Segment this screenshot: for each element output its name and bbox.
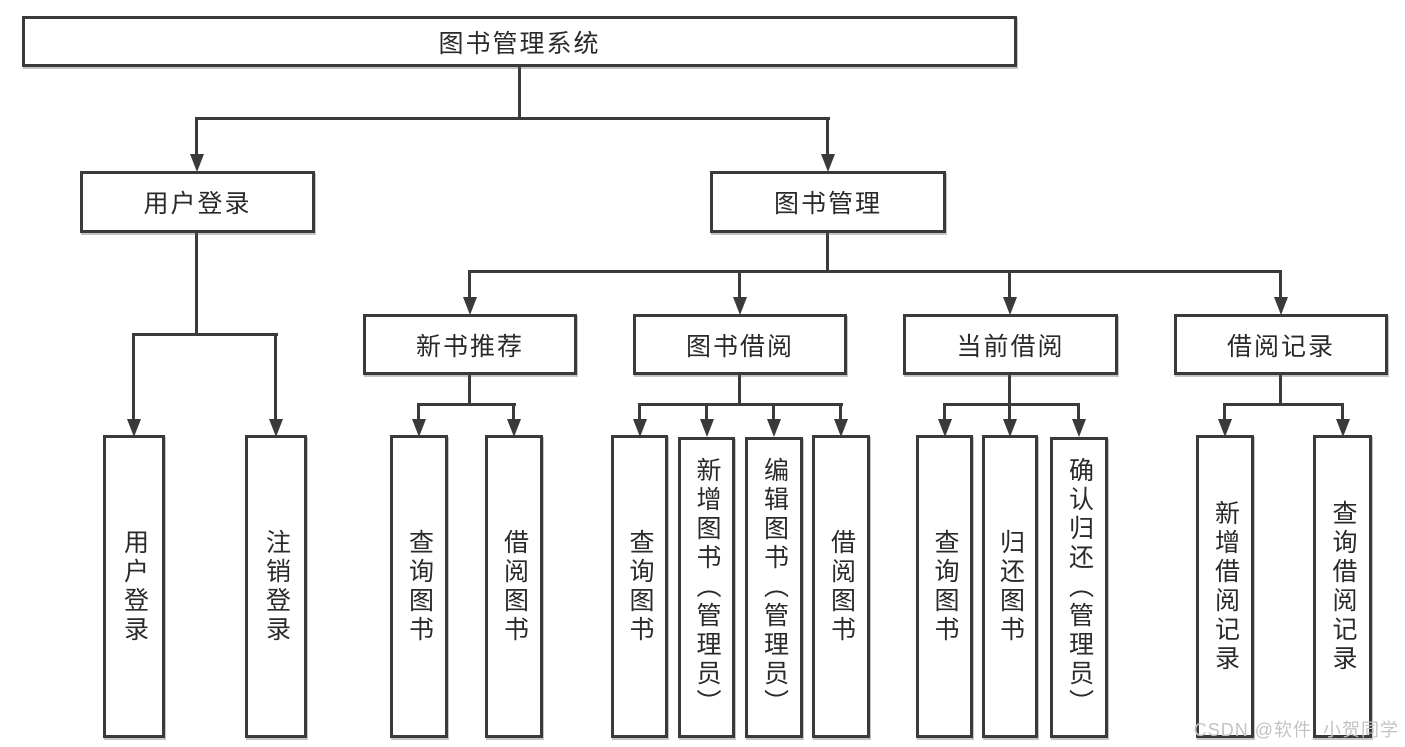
leaf-recommend-query-books: 查询图书 bbox=[390, 435, 448, 738]
connector-line bbox=[195, 117, 198, 156]
connector-line bbox=[826, 233, 829, 273]
leaf-current-confirm-return-admin-label: 确认归还（管理员） bbox=[1065, 457, 1094, 718]
connector-line bbox=[1341, 403, 1344, 421]
leaf-record-add-borrow-record-label: 新增借阅记录 bbox=[1211, 499, 1240, 674]
leaf-borrowing-edit-books-admin-label: 编辑图书（管理员） bbox=[760, 457, 789, 718]
leaf-borrowing-query-books-label: 查询图书 bbox=[626, 528, 654, 645]
node-borrowing-records-label: 借阅记录 bbox=[1226, 332, 1335, 361]
leaf-current-confirm-return-admin: 确认归还（管理员） bbox=[1050, 437, 1108, 738]
leaf-borrowing-edit-books-admin: 编辑图书（管理员） bbox=[745, 437, 803, 738]
arrowhead-down-icon bbox=[767, 419, 781, 437]
arrowhead-down-icon bbox=[190, 154, 204, 172]
leaf-logout-label: 注销登录 bbox=[262, 528, 291, 645]
connector-line bbox=[638, 403, 641, 421]
leaf-current-query-books: 查询图书 bbox=[916, 435, 973, 738]
arrowhead-down-icon bbox=[733, 297, 747, 315]
leaf-recommend-borrow-books: 借阅图书 bbox=[485, 435, 543, 738]
node-library-management-system-label: 图书管理系统 bbox=[438, 29, 601, 58]
connector-line bbox=[1008, 375, 1011, 406]
node-current-borrowing: 当前借阅 bbox=[903, 314, 1118, 375]
node-user-login-label: 用户登录 bbox=[143, 190, 252, 218]
connector-line bbox=[468, 270, 1282, 273]
leaf-logout: 注销登录 bbox=[245, 435, 307, 738]
node-new-book-recommendation-label: 新书推荐 bbox=[415, 332, 524, 361]
arrowhead-down-icon bbox=[1003, 297, 1017, 315]
arrowhead-down-icon bbox=[1003, 419, 1017, 437]
arrowhead-down-icon bbox=[412, 419, 426, 437]
connector-line bbox=[512, 403, 515, 421]
connector-line bbox=[705, 403, 708, 421]
connector-line bbox=[132, 333, 135, 421]
leaf-borrowing-add-books-admin: 新增图书（管理员） bbox=[678, 437, 735, 738]
arrowhead-down-icon bbox=[1072, 419, 1086, 437]
node-current-borrowing-label: 当前借阅 bbox=[956, 332, 1065, 361]
leaf-user-login-label: 用户登录 bbox=[120, 528, 149, 645]
node-new-book-recommendation: 新书推荐 bbox=[363, 314, 577, 375]
connector-line bbox=[943, 403, 1080, 406]
arrowhead-down-icon bbox=[269, 419, 283, 437]
connector-line bbox=[1008, 403, 1011, 421]
leaf-record-query-borrow-record-label: 查询借阅记录 bbox=[1329, 499, 1357, 674]
connector-line bbox=[638, 403, 843, 406]
connector-line bbox=[839, 403, 842, 421]
leaf-record-query-borrow-record: 查询借阅记录 bbox=[1313, 435, 1372, 738]
arrowhead-down-icon bbox=[1274, 297, 1288, 315]
csdn-watermark: CSDN @软件_小贺同学 bbox=[1193, 720, 1399, 740]
leaf-borrowing-query-books: 查询图书 bbox=[611, 435, 668, 738]
leaf-borrowing-add-books-admin-label: 新增图书（管理员） bbox=[693, 457, 721, 718]
node-book-borrowing-label: 图书借阅 bbox=[685, 332, 794, 361]
connector-line bbox=[1279, 270, 1282, 299]
connector-line bbox=[417, 403, 420, 421]
node-book-management: 图书管理 bbox=[710, 171, 946, 233]
connector-line bbox=[274, 333, 277, 421]
leaf-recommend-borrow-books-label: 借阅图书 bbox=[500, 528, 529, 645]
leaf-record-add-borrow-record: 新增借阅记录 bbox=[1196, 435, 1254, 738]
leaf-current-return-books-label: 归还图书 bbox=[996, 528, 1025, 645]
leaf-borrowing-borrow-books: 借阅图书 bbox=[812, 435, 870, 738]
arrowhead-down-icon bbox=[463, 297, 477, 315]
connector-line bbox=[772, 403, 775, 421]
arrowhead-down-icon bbox=[821, 154, 835, 172]
node-book-management-label: 图书管理 bbox=[773, 190, 882, 218]
connector-line bbox=[468, 270, 471, 299]
leaf-current-query-books-label: 查询图书 bbox=[931, 528, 959, 645]
connector-line bbox=[1279, 375, 1282, 406]
node-borrowing-records: 借阅记录 bbox=[1174, 314, 1388, 375]
connector-line bbox=[1008, 270, 1011, 299]
connector-line bbox=[417, 403, 516, 406]
node-user-login: 用户登录 bbox=[80, 171, 315, 233]
arrowhead-down-icon bbox=[700, 419, 714, 437]
arrowhead-down-icon bbox=[127, 419, 141, 437]
arrowhead-down-icon bbox=[507, 419, 521, 437]
connector-line bbox=[195, 233, 198, 336]
connector-line bbox=[1077, 403, 1080, 421]
arrowhead-down-icon bbox=[633, 419, 647, 437]
leaf-user-login: 用户登录 bbox=[103, 435, 165, 738]
leaf-current-return-books: 归还图书 bbox=[982, 435, 1038, 738]
node-book-borrowing: 图书借阅 bbox=[633, 314, 847, 375]
connector-line bbox=[468, 375, 471, 406]
connector-line bbox=[738, 375, 741, 406]
connector-line bbox=[1223, 403, 1226, 421]
connector-line bbox=[195, 117, 830, 120]
arrowhead-down-icon bbox=[938, 419, 952, 437]
connector-line bbox=[738, 270, 741, 299]
connector-line bbox=[518, 67, 521, 119]
leaf-borrowing-borrow-books-label: 借阅图书 bbox=[827, 528, 856, 645]
arrowhead-down-icon bbox=[1336, 419, 1350, 437]
connector-line bbox=[1223, 403, 1344, 406]
connector-line bbox=[826, 117, 829, 156]
connector-line bbox=[132, 333, 278, 336]
arrowhead-down-icon bbox=[834, 419, 848, 437]
connector-line bbox=[943, 403, 946, 421]
node-library-management-system: 图书管理系统 bbox=[22, 16, 1017, 67]
arrowhead-down-icon bbox=[1218, 419, 1232, 437]
leaf-recommend-query-books-label: 查询图书 bbox=[405, 528, 434, 645]
